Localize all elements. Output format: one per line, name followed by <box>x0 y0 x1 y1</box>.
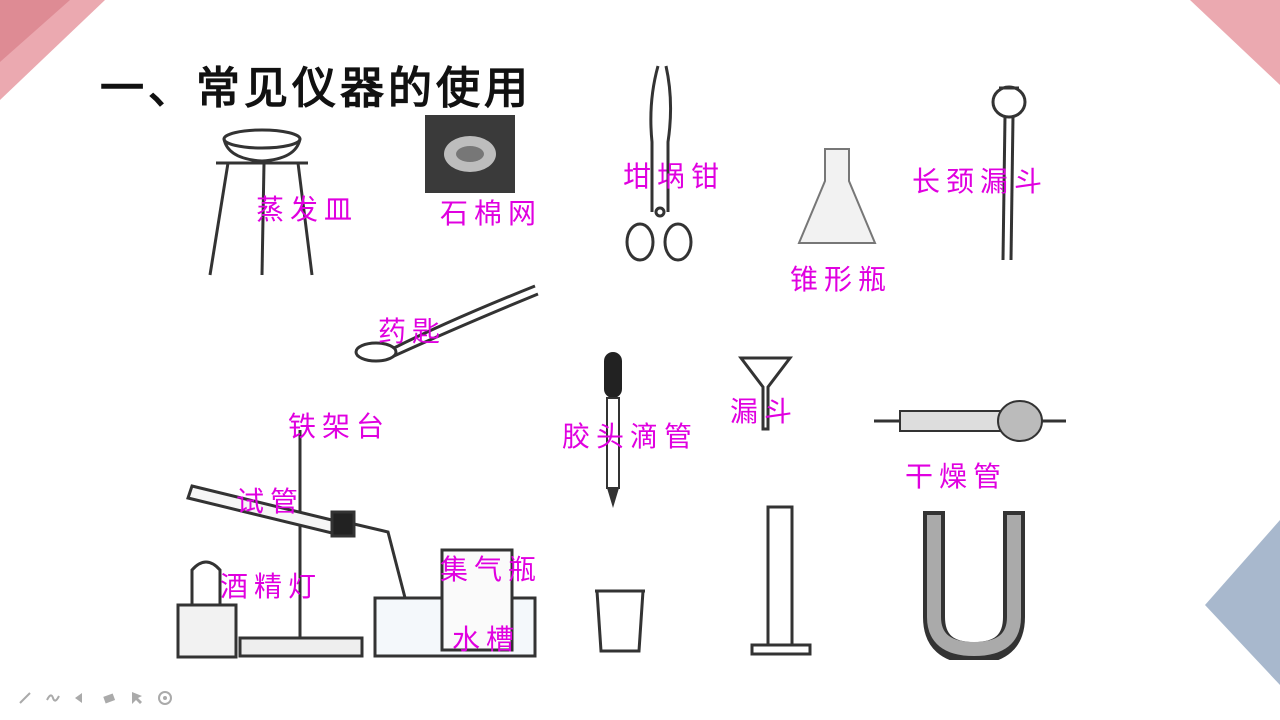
evaporating-dish-illustration <box>208 128 314 276</box>
eraser-icon[interactable] <box>98 687 120 709</box>
asbestos-net-illustration <box>425 115 515 193</box>
funnel-illustration <box>738 356 793 431</box>
label-alcohol-lamp: 酒精灯 <box>220 570 323 603</box>
long-neck-funnel-illustration <box>991 85 1027 261</box>
u-tube-illustration <box>923 511 1025 660</box>
label-crucible-tongs: 坩埚钳 <box>623 160 726 193</box>
graduated-cylinder-illustration <box>750 505 812 656</box>
iron-stand-apparatus-illustration <box>176 430 537 659</box>
label-water-trough: 水槽 <box>452 623 521 656</box>
pen-icon[interactable] <box>14 687 36 709</box>
right-corner-decoration <box>1205 520 1280 685</box>
top-right-corner-decoration <box>1190 0 1280 85</box>
label-drying-tube: 干燥管 <box>905 460 1008 493</box>
label-iron-stand: 铁架台 <box>288 410 391 443</box>
label-conical-flask: 锥形瓶 <box>790 263 893 296</box>
medicine-spoon-illustration <box>354 284 539 363</box>
label-dropper: 胶头滴管 <box>562 420 699 453</box>
beaker-illustration <box>595 589 645 653</box>
label-asbestos-net: 石棉网 <box>440 197 543 230</box>
label-test-tube: 试管 <box>236 485 305 518</box>
label-evaporating-dish: 蒸发皿 <box>256 193 359 226</box>
label-funnel: 漏斗 <box>730 395 799 428</box>
dropper-illustration <box>604 352 622 508</box>
slideshow-toolbar <box>14 684 176 712</box>
target-icon[interactable] <box>154 687 176 709</box>
page-title: 一、常见仪器的使用 <box>100 63 532 114</box>
drying-tube-illustration <box>874 400 1066 442</box>
arrow-icon[interactable] <box>70 687 92 709</box>
label-gas-jar: 集气瓶 <box>440 553 543 586</box>
conical-flask-illustration <box>797 148 877 244</box>
top-left-corner-decoration <box>0 0 105 100</box>
curve-icon[interactable] <box>42 687 64 709</box>
label-long-neck-funnel: 长颈漏斗 <box>912 165 1049 198</box>
pointer-icon[interactable] <box>126 687 148 709</box>
crucible-tongs-illustration <box>625 65 693 262</box>
label-medicine-spoon: 药匙 <box>378 315 447 348</box>
